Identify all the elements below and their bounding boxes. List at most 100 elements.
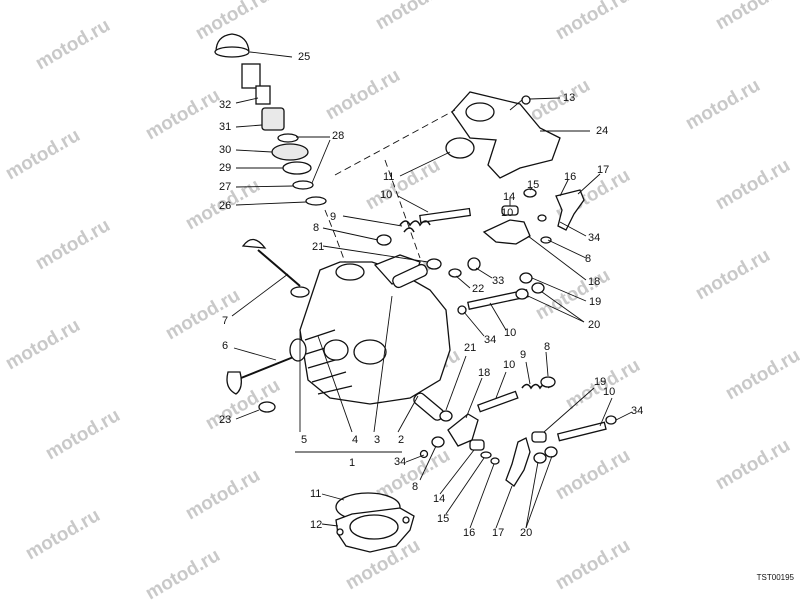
watermark-text: motod.ru xyxy=(142,545,224,600)
part-label-12: 12 xyxy=(310,519,322,531)
part-30 xyxy=(271,143,309,161)
leader-16-low xyxy=(469,463,495,529)
leader-8-low-b xyxy=(419,445,437,481)
pin-14-lower xyxy=(469,439,485,451)
watermark-text: motod.ru xyxy=(2,125,84,184)
nut-33 xyxy=(467,257,481,271)
watermark-text: motod.ru xyxy=(552,535,634,594)
part-label-14: 14 xyxy=(503,191,515,203)
rocker-support-24-bore xyxy=(465,102,495,122)
cylinder-head-port xyxy=(353,339,387,365)
washer-8-upper xyxy=(376,234,392,246)
watermark-text: motod.ru xyxy=(372,0,454,34)
seal-7 xyxy=(290,286,310,298)
part-label-20: 20 xyxy=(588,319,600,331)
leader-20-right-b xyxy=(541,291,585,323)
pin-15-upper xyxy=(523,188,537,198)
leader-34-low-l xyxy=(405,454,425,463)
watermark-text: motod.ru xyxy=(322,65,404,124)
ring-27 xyxy=(292,180,314,190)
leader-15-top xyxy=(529,187,533,191)
watermark-text: motod.ru xyxy=(712,0,794,34)
part-label-6: 6 xyxy=(222,340,228,352)
part-drawings xyxy=(214,33,617,553)
leader-15-low xyxy=(445,457,485,515)
bush-19-lower xyxy=(531,431,547,443)
leader-17-low xyxy=(495,485,513,529)
watermark-text: motod.ru xyxy=(532,265,614,324)
leader-20-low-b xyxy=(525,455,553,529)
leader-10-low-r xyxy=(599,397,613,427)
dash-valve-axis xyxy=(324,209,346,263)
leader-10-mid xyxy=(489,302,507,331)
valve-6-stem xyxy=(235,355,297,381)
watermark-text: motod.ru xyxy=(552,0,634,44)
washer-8-lower xyxy=(540,376,556,388)
part-label-11: 11 xyxy=(383,171,394,183)
part-label-10: 10 xyxy=(380,189,392,201)
part-label-5: 5 xyxy=(301,434,307,446)
watermark-text: motod.ru xyxy=(722,345,800,404)
rocker-18-lower xyxy=(447,413,479,447)
part-label-18: 18 xyxy=(478,367,490,379)
leader-33 xyxy=(475,267,493,279)
leader-19-low xyxy=(543,387,595,433)
watermark-text: motod.ru xyxy=(32,215,114,274)
leader-14-low xyxy=(439,449,475,495)
watermark-text: motod.ru xyxy=(712,155,794,214)
rocker-18-upper xyxy=(482,219,531,245)
watermark-text: motod.ru xyxy=(142,85,224,144)
part-label-34: 34 xyxy=(394,456,406,468)
leader-21-low xyxy=(445,355,467,411)
part-label-10: 10 xyxy=(503,359,515,371)
part-label-8: 8 xyxy=(585,253,591,265)
leader-20-low-a xyxy=(525,461,539,529)
washer-22 xyxy=(448,268,462,278)
part-label-34: 34 xyxy=(631,405,643,417)
flange-12-bore xyxy=(349,514,399,540)
leader-16-top xyxy=(559,179,569,197)
leader-11-low xyxy=(321,493,345,501)
bolt-13 xyxy=(509,99,523,111)
washer-8-mid xyxy=(540,236,552,244)
leader-8-top xyxy=(322,227,379,241)
washer-20-lower-a xyxy=(533,452,547,464)
leader-23 xyxy=(235,409,260,420)
flange-12-hole-a xyxy=(336,528,344,536)
leader-27 xyxy=(235,185,294,188)
leader-20-right-a xyxy=(527,295,585,323)
pin-15-lower xyxy=(480,451,492,459)
valve-7-head xyxy=(241,238,267,249)
spring-9-upper xyxy=(399,220,431,233)
leader-25 xyxy=(249,51,293,58)
leader-30 xyxy=(235,149,273,153)
plug-23 xyxy=(258,401,276,413)
part-label-23: 23 xyxy=(219,414,231,426)
part-number-labels: 1234567888899101010101011111213141415151… xyxy=(219,51,643,539)
watermark-text: motod.ru xyxy=(712,435,794,494)
bush-21-upper xyxy=(392,263,428,289)
leader-17-top xyxy=(577,173,601,195)
leader-19-right xyxy=(531,277,587,302)
watermark-text: motod.ru xyxy=(2,315,84,374)
valve-7-stem xyxy=(257,249,301,287)
watermark-text: motod.ru xyxy=(682,75,764,134)
part-label-10: 10 xyxy=(603,386,615,398)
leader-26 xyxy=(235,201,307,206)
part-label-14: 14 xyxy=(433,493,445,505)
part-label-31: 31 xyxy=(219,121,231,133)
part-label-10: 10 xyxy=(504,327,516,339)
part-32-lower xyxy=(255,85,271,105)
leader-9-top xyxy=(342,215,403,227)
washer-20-lower-b xyxy=(544,446,558,458)
flange-12-hole-b xyxy=(402,516,410,524)
o-ring-11-top xyxy=(445,137,475,159)
part-32-upper xyxy=(241,63,261,89)
part-label-15: 15 xyxy=(437,513,449,525)
watermark-text: motod.ru xyxy=(22,505,104,564)
seal-6 xyxy=(289,338,307,362)
part-label-29: 29 xyxy=(219,162,231,174)
part-31 xyxy=(261,107,285,131)
part-label-18: 18 xyxy=(588,276,600,288)
